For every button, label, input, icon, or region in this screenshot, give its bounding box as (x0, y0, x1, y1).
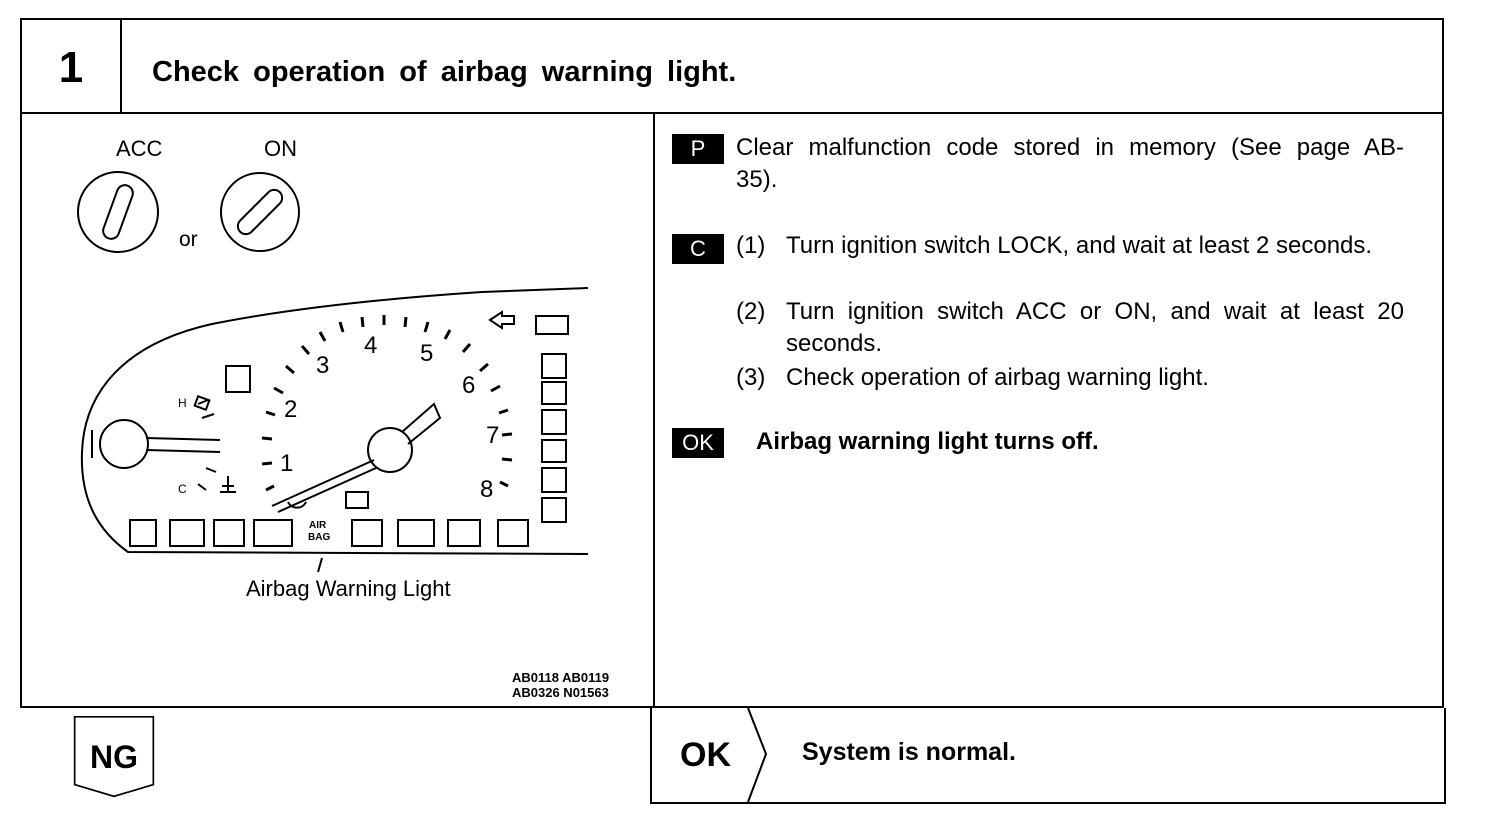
illustration-panel: ACC ON or H C 1 2 3 4 5 6 7 8 AIR BAG Ai… (22, 112, 653, 706)
ok-result-box (650, 708, 1446, 804)
step-header: 1 Check operation of airbag warning ligh… (20, 18, 1444, 114)
c-step-3-text: Check operation of airbag warning light. (786, 364, 1209, 391)
step-title: Check operation of airbag warning light. (152, 56, 737, 88)
tach-number-8: 8 (480, 476, 494, 503)
ref-codes-line2: AB0326 N01563 (512, 685, 609, 700)
on-switch-icon (220, 172, 300, 252)
bottom-indicators (129, 491, 529, 573)
airbag-icon-line1: AIR (309, 520, 327, 531)
gauge-c-label: C (178, 482, 187, 496)
ng-label: NG (90, 739, 138, 775)
tach-number-2: 2 (284, 396, 298, 423)
c-step-1-text: Turn ignition switch LOCK, and wait at l… (786, 232, 1373, 259)
step-content: ACC ON or H C 1 2 3 4 5 6 7 8 AIR BAG Ai… (20, 112, 1444, 708)
airbag-warning-light-callout: Airbag Warning Light (246, 576, 451, 601)
indicator-square (225, 365, 251, 393)
fuel-temp-gauge (91, 394, 236, 493)
step-number-cell: 1 (22, 20, 122, 112)
gauge-h-label: H (178, 396, 187, 410)
c-step-3-number: (3) (736, 364, 766, 391)
ok-result-text: System is normal. (802, 738, 1016, 766)
ignition-switch-icons (77, 171, 589, 573)
tach-number-1: 1 (280, 450, 294, 477)
airbag-icon-line2: BAG (308, 532, 331, 543)
right-indicators (488, 310, 569, 523)
on-label: ON (264, 136, 297, 161)
c-step-2-text: Turn ignition switch ACC or ON, and wait… (786, 298, 1404, 357)
tachometer-ticks (261, 315, 513, 492)
ok-tag: OK (672, 428, 724, 458)
tachometer-needle (271, 402, 442, 513)
tach-number-7: 7 (486, 422, 500, 449)
p-instruction: Clear malfunction code stored in memory … (736, 134, 1404, 193)
p-tag: P (672, 134, 724, 164)
ref-codes-line1: AB0118 AB0119 (512, 670, 610, 685)
c-tag: C (672, 234, 724, 264)
tach-number-3: 3 (316, 352, 330, 379)
ok-arrow-divider (747, 708, 768, 802)
acc-label: ACC (116, 136, 163, 161)
c-step-1-number: (1) (736, 232, 766, 259)
or-label: or (179, 228, 198, 251)
ok-instruction: Airbag warning light turns off. (756, 428, 1099, 455)
instrument-cluster-outline (80, 287, 589, 555)
tach-number-5: 5 (420, 340, 434, 367)
ng-flow-arrow (73, 716, 155, 798)
tach-number-6: 6 (462, 372, 476, 399)
c-step-2-number: (2) (736, 298, 766, 325)
ok-label: OK (680, 736, 731, 774)
panel-divider (653, 112, 655, 706)
tach-number-4: 4 (364, 332, 378, 359)
acc-switch-icon (77, 171, 159, 253)
step-number: 1 (58, 43, 84, 92)
